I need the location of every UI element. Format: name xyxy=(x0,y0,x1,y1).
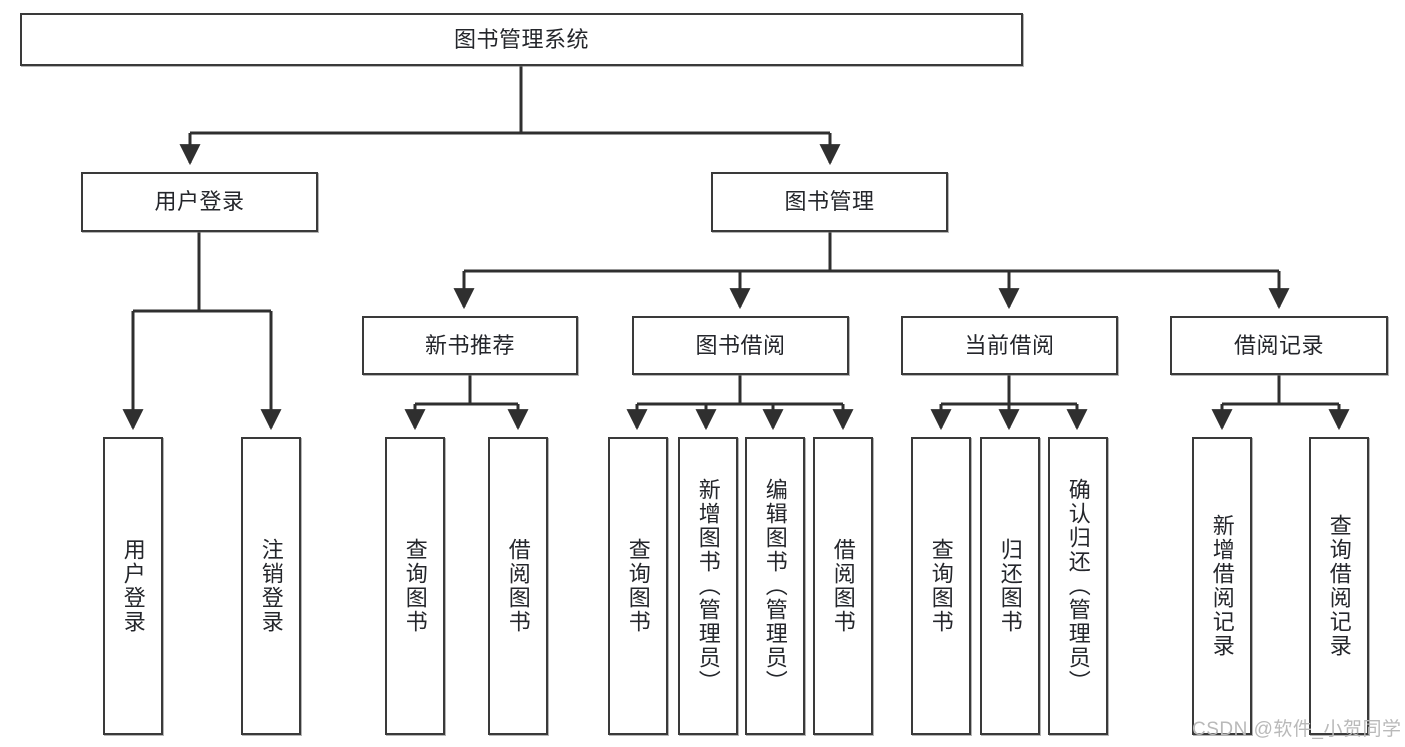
node-label: 注销登录 xyxy=(258,538,284,634)
node-label: 图书管理 xyxy=(784,189,875,215)
node-label: 查询图书 xyxy=(402,538,428,634)
leaf-logout[interactable]: 注销登录 xyxy=(241,437,301,735)
node-label: 确认归还（管理员） xyxy=(1065,478,1091,694)
node-label: 查询借阅记录 xyxy=(1326,514,1352,658)
node-book-management[interactable]: 图书管理 xyxy=(711,172,948,232)
leaf-borrow-book[interactable]: 借阅图书 xyxy=(813,437,873,735)
leaf-query-book-borrow[interactable]: 查询图书 xyxy=(608,437,668,735)
leaf-return-book[interactable]: 归还图书 xyxy=(980,437,1040,735)
node-label: 归还图书 xyxy=(997,538,1023,634)
leaf-query-book-current[interactable]: 查询图书 xyxy=(911,437,971,735)
node-label: 图书借阅 xyxy=(695,332,786,358)
node-label: 用户登录 xyxy=(120,538,146,634)
leaf-add-book-admin[interactable]: 新增图书（管理员） xyxy=(678,437,738,735)
node-label: 新书推荐 xyxy=(424,332,515,358)
node-book-borrow[interactable]: 图书借阅 xyxy=(632,316,849,375)
leaf-query-borrow-record[interactable]: 查询借阅记录 xyxy=(1309,437,1369,735)
node-label: 借阅图书 xyxy=(505,538,531,634)
node-current-borrow[interactable]: 当前借阅 xyxy=(901,316,1118,375)
node-label: 查询图书 xyxy=(625,538,651,634)
node-label: 用户登录 xyxy=(154,189,245,215)
leaf-borrow-book-new[interactable]: 借阅图书 xyxy=(488,437,548,735)
leaf-edit-book-admin[interactable]: 编辑图书（管理员） xyxy=(745,437,805,735)
node-root-book-management-system[interactable]: 图书管理系统 xyxy=(20,13,1023,66)
node-label: 借阅记录 xyxy=(1233,332,1324,358)
node-label: 图书管理系统 xyxy=(453,26,589,52)
node-label: 查询图书 xyxy=(928,538,954,634)
leaf-confirm-return-admin[interactable]: 确认归还（管理员） xyxy=(1048,437,1108,735)
node-label: 借阅图书 xyxy=(830,538,856,634)
leaf-user-login[interactable]: 用户登录 xyxy=(103,437,163,735)
node-label: 新增借阅记录 xyxy=(1209,514,1235,658)
node-borrow-record[interactable]: 借阅记录 xyxy=(1170,316,1388,375)
node-new-book-recommend[interactable]: 新书推荐 xyxy=(362,316,578,375)
leaf-add-borrow-record[interactable]: 新增借阅记录 xyxy=(1192,437,1252,735)
node-label: 新增图书（管理员） xyxy=(695,478,721,694)
node-label: 编辑图书（管理员） xyxy=(762,478,788,694)
node-label: 当前借阅 xyxy=(964,332,1055,358)
node-user-login[interactable]: 用户登录 xyxy=(81,172,318,232)
leaf-query-book-new[interactable]: 查询图书 xyxy=(385,437,445,735)
